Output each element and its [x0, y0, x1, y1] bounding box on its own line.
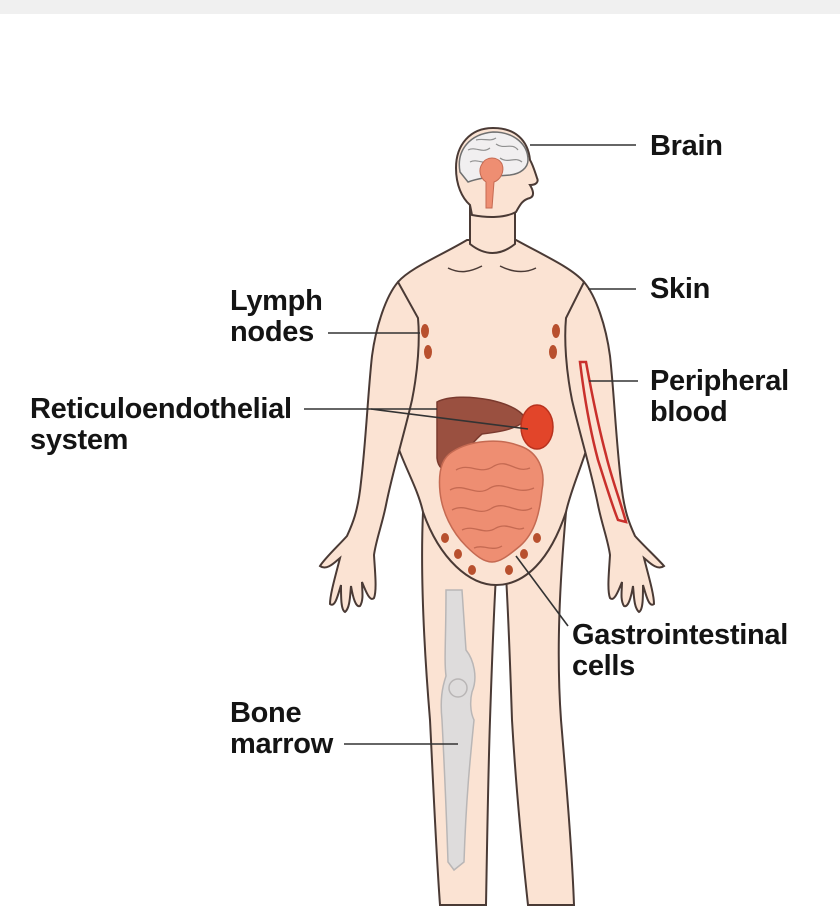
label-bone-marrow-line1: Bone — [230, 698, 333, 729]
lymph-node — [421, 324, 429, 338]
lymph-node — [505, 565, 513, 575]
label-skin: Skin — [650, 274, 710, 305]
lymph-node — [441, 533, 449, 543]
label-bone-marrow: Bone marrow — [230, 698, 333, 760]
label-peripheral-blood-line1: Peripheral — [650, 366, 789, 397]
lymph-node — [552, 324, 560, 338]
lymph-node — [468, 565, 476, 575]
lymph-node — [424, 345, 432, 359]
label-peripheral-blood: Peripheral blood — [650, 366, 789, 428]
label-gastrointestinal-line1: Gastrointestinal — [572, 620, 788, 651]
label-reticuloendothelial-line1: Reticuloendothelial — [30, 394, 292, 425]
lymph-node — [454, 549, 462, 559]
label-reticuloendothelial-line2: system — [30, 425, 292, 456]
label-lymph-nodes-line1: Lymph — [230, 286, 322, 317]
lymph-node — [533, 533, 541, 543]
label-brain: Brain — [650, 131, 723, 162]
label-gastrointestinal-line2: cells — [572, 651, 788, 682]
label-peripheral-blood-line2: blood — [650, 397, 789, 428]
lymph-node — [549, 345, 557, 359]
lymph-node — [520, 549, 528, 559]
label-gastrointestinal-cells: Gastrointestinal cells — [572, 620, 788, 682]
label-lymph-nodes-line2: nodes — [230, 317, 322, 348]
spleen — [521, 405, 553, 449]
label-lymph-nodes: Lymph nodes — [230, 286, 322, 348]
label-reticuloendothelial-system: Reticuloendothelial system — [30, 394, 292, 456]
label-bone-marrow-line2: marrow — [230, 729, 333, 760]
